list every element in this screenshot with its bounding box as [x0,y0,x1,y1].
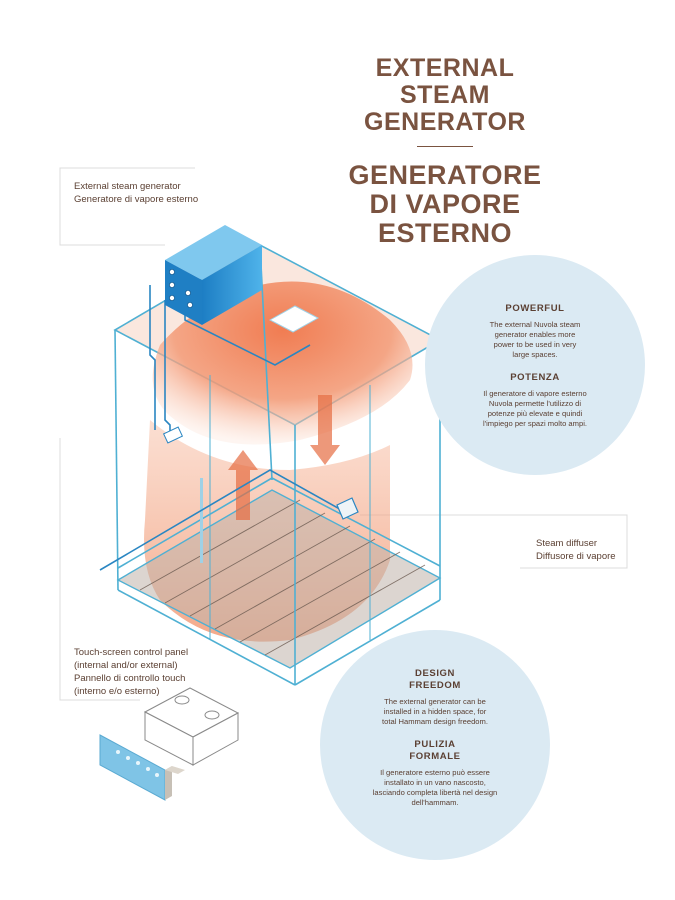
panel-callout: Touch-screen control panel (internal and… [74,646,188,698]
callout-label-it: Diffusore di vapore [536,551,616,562]
door-handle [200,478,203,563]
touch-control-panel-icon [99,687,240,801]
circle-text: Il generatore esterno può essere install… [372,768,498,807]
callout-frames [59,167,628,701]
circle-heading: POTENZA [510,372,560,383]
page-title: EXTERNAL STEAM GENERATOR GENERATORE DI V… [340,55,550,248]
title-it-line: GENERATORE [348,160,542,190]
circle-text: The external generator can be installed … [382,697,488,726]
steam-room-cabin [113,244,442,686]
steam-cloud-top [152,281,413,445]
circle-heading: DESIGN [414,668,456,679]
circle-heading: FORMALE [409,751,461,762]
circle-heading: PULIZIA [414,739,456,750]
callout-label-en: Steam diffuser [536,538,598,549]
steam-flow-arrow-down [310,395,340,465]
title-it-line: DI VAPORE [369,189,521,219]
steam-diffuser-icon [336,497,359,520]
steam-generator-icon [165,225,262,325]
circle-text: The external Nuvola steam generator enab… [489,320,581,359]
title-en-line: STEAM [400,81,490,109]
generator-callout: External steam generator Generatore di v… [74,180,198,206]
callout-label-en: (internal and/or external) [74,660,178,671]
title-en-line: GENERATOR [364,108,526,136]
powerful-info-circle: POWERFUL The external Nuvola steam gener… [425,255,645,475]
title-divider [417,146,473,147]
diffuser-callout: Steam diffuser Diffusore di vapore [536,537,616,563]
callout-label-it: (interno e/o esterno) [74,686,160,697]
design-info-circle: DESIGN FREEDOM The external generator ca… [320,630,550,860]
title-en-line: EXTERNAL [375,54,515,82]
callout-label-en: Touch-screen control panel [74,647,189,658]
wall-panel [162,426,184,444]
circle-text: Il generatore di vapore esterno Nuvola p… [482,389,587,428]
callout-label-it: Generatore di vapore esterno [74,194,199,205]
callout-label-it: Pannello di controllo touch [74,673,186,684]
ceiling-steam-plate [268,305,320,333]
circle-heading: FREEDOM [409,680,461,691]
circle-heading: POWERFUL [505,303,565,314]
title-it-line: ESTERNO [377,218,513,248]
callout-label-en: External steam generator [74,181,181,192]
